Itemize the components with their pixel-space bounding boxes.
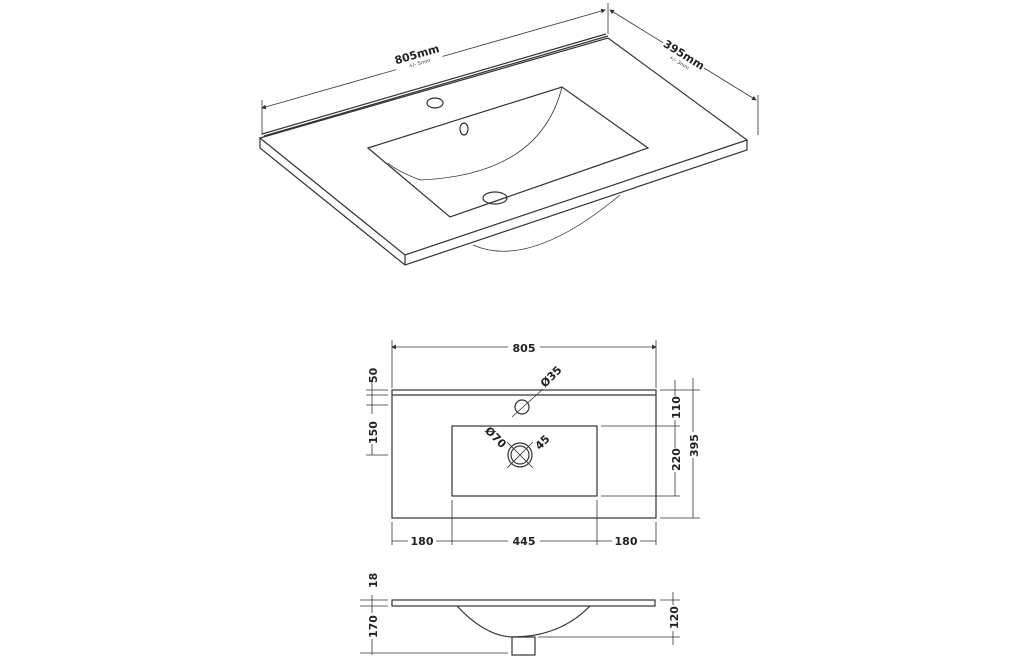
basin-top-label: 110 xyxy=(670,396,683,419)
iso-width-tolerance: +/- 5mm xyxy=(408,58,431,70)
tap-hole-label: Ø35 xyxy=(538,363,565,390)
waste-circle xyxy=(507,442,533,468)
slab-edge xyxy=(259,138,748,266)
side-bowl xyxy=(456,605,591,638)
right-margin-label: 180 xyxy=(615,535,638,548)
waste-hole xyxy=(482,191,508,205)
plan-width-label: 805 xyxy=(513,342,536,355)
basin-depth-label: 220 xyxy=(670,448,683,471)
side-view: 18 170 120 xyxy=(360,573,681,656)
isometric-view: 805mm +/- 5mm 395mm +/- 3mm xyxy=(258,3,759,266)
tap-hole-circle xyxy=(514,399,530,415)
total-height-label: 170 xyxy=(367,615,380,638)
plan-view: 805 Ø35 Ø70 45 50 150 110 220 395 180 44… xyxy=(366,340,701,548)
side-slab xyxy=(391,599,656,607)
waste-label: Ø70 xyxy=(482,424,509,451)
plan-basin xyxy=(451,425,598,497)
waste-angle-label: 45 xyxy=(533,433,553,453)
tap-hole xyxy=(426,97,444,109)
bowl-underside xyxy=(472,194,621,252)
tap-offset-label: 150 xyxy=(367,421,380,444)
slab-top xyxy=(258,37,749,256)
overflow-hole xyxy=(459,122,469,136)
slab-thickness-label: 18 xyxy=(367,573,380,588)
plan-depth-label: 395 xyxy=(688,434,701,457)
basin-curve xyxy=(387,86,563,181)
left-margin-label: 180 xyxy=(411,535,434,548)
basin-width-label: 445 xyxy=(513,535,536,548)
plan-outline xyxy=(391,389,657,519)
bowl-depth-label: 120 xyxy=(668,606,681,629)
rail-label: 50 xyxy=(367,367,380,383)
side-waste xyxy=(511,636,536,656)
